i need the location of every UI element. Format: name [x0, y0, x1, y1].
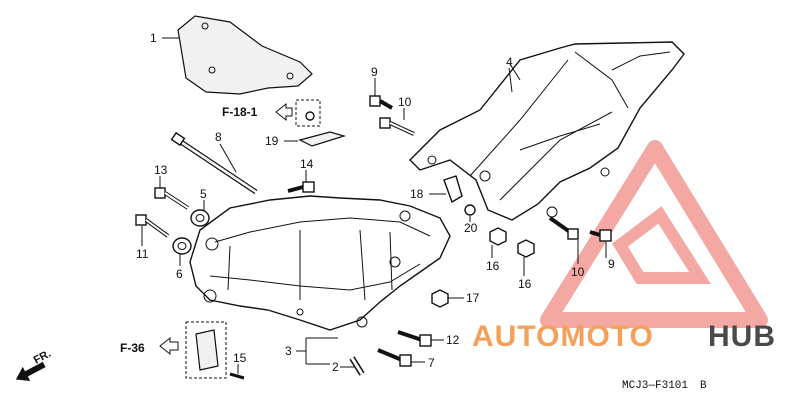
part-11-bolt [135, 214, 170, 238]
part-19-plate [295, 99, 347, 147]
callout-9-upper: 9 [371, 65, 378, 79]
callout-18: 18 [410, 187, 424, 201]
callout-1: 1 [150, 31, 157, 45]
callout-11: 11 [136, 247, 149, 261]
part-12-bolt [397, 330, 432, 347]
callout-5: 5 [200, 187, 207, 201]
part-2-pin [349, 356, 365, 376]
callout-4: 4 [506, 55, 513, 69]
callout-2: 2 [332, 360, 339, 374]
callout-12: 12 [446, 333, 460, 347]
callout-17: 17 [466, 291, 480, 305]
ref-arrow-f36 [159, 336, 179, 356]
callout-10-lower: 10 [571, 265, 585, 279]
front-arrow [15, 361, 46, 381]
part-5-collar [190, 209, 210, 227]
callout-13: 13 [154, 163, 168, 177]
callout-20: 20 [464, 221, 478, 235]
callout-3: 3 [285, 344, 292, 358]
ref-label-f18: F-18-1 [222, 105, 258, 119]
part-15-label-plate [185, 321, 245, 380]
part-8-through-bolt [170, 131, 258, 195]
part-6-collar [172, 237, 192, 255]
diagram-code-suffix: B [700, 380, 707, 392]
callout-16-left: 16 [486, 259, 500, 273]
diagram-code: MCJ3—F3101 [622, 380, 688, 392]
callout-16-right: 16 [518, 277, 532, 291]
part-7-bolt [377, 348, 412, 367]
part-16-nut-left [489, 227, 507, 246]
watermark-text-hub: HUB [708, 320, 776, 353]
front-label: FR. [32, 348, 53, 367]
part-17-nut [431, 289, 449, 308]
leader-lines [141, 67, 607, 374]
callout-8: 8 [215, 130, 222, 144]
part-16-nut-right [517, 239, 535, 258]
part-13-bolt [154, 187, 190, 210]
part-9-bolt-lower [589, 229, 612, 242]
ref-label-f36: F-36 [120, 341, 145, 355]
callout-14: 14 [300, 157, 314, 171]
part-14-bolt [287, 181, 315, 193]
callout-15: 15 [233, 351, 247, 365]
callout-19: 19 [265, 134, 279, 148]
part-10-bolt-upper [379, 117, 415, 136]
part-4-subframe [409, 41, 685, 221]
part-20-bolt [464, 204, 476, 216]
callout-10-upper: 10 [398, 95, 412, 109]
ref-arrow-f18 [275, 102, 293, 122]
main-frame [189, 195, 451, 331]
watermark-text-automoto: AUTOMOTO [472, 320, 654, 353]
callout-7: 7 [428, 356, 435, 370]
part-10-bolt-lower [548, 216, 579, 240]
callout-6: 6 [176, 267, 183, 281]
part-18-bracket [443, 175, 463, 204]
callout-9-lower: 9 [608, 257, 615, 271]
part-9-bolt-upper [369, 95, 394, 110]
part-1-cover-plate [162, 15, 313, 95]
watermark-logo [540, 140, 768, 328]
